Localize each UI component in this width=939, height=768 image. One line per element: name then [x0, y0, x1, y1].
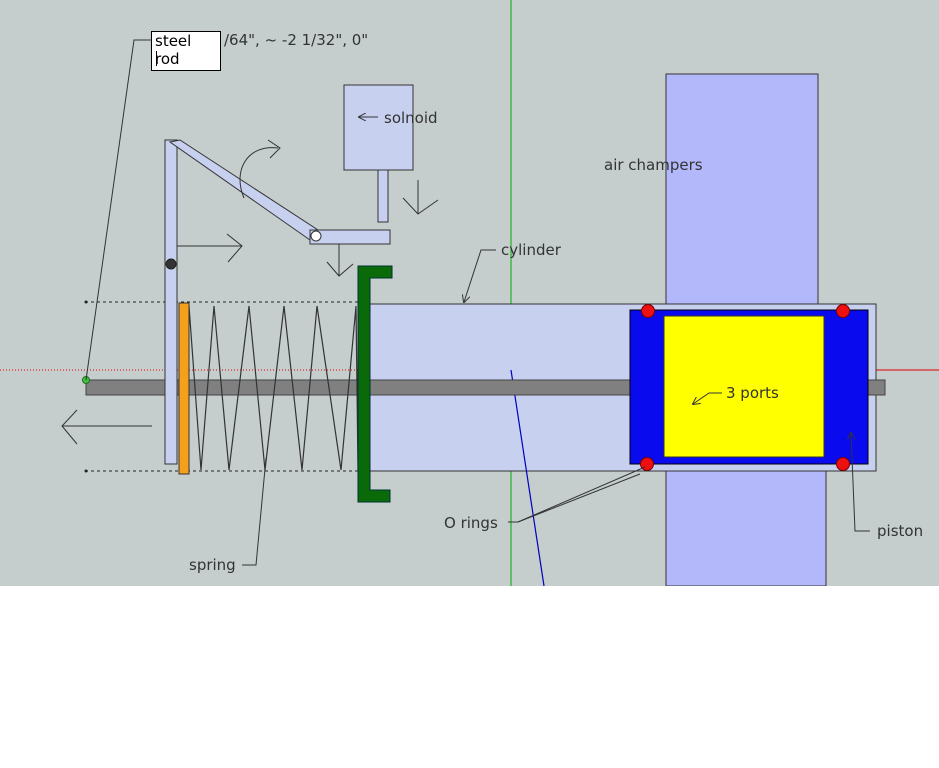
o-ring-top-left[interactable]: [641, 304, 655, 318]
stop-bracket[interactable]: [357, 265, 393, 503]
leader-cylinder: [464, 249, 496, 302]
measurement-readout: /64", ~ -2 1/32", 0": [224, 31, 369, 49]
latch-down-arrowhead: [326, 261, 354, 277]
label-piston: piston: [877, 522, 923, 540]
leader-piston: [851, 433, 870, 532]
label-edit-box[interactable]: steel rod: [151, 31, 221, 71]
linkage-arm[interactable]: [168, 139, 319, 241]
guide-endpoint-top: [84, 300, 88, 304]
vertical-lever[interactable]: [164, 139, 178, 465]
o-ring-top-right[interactable]: [836, 304, 850, 318]
mechanism-drawing[interactable]: solnoid air champers cylinder 3 ports O …: [0, 0, 939, 586]
air-chamber-upper[interactable]: [665, 73, 819, 309]
label-solenoid: solnoid: [384, 109, 438, 127]
horizontal-latch[interactable]: [309, 229, 391, 245]
solenoid-plunger[interactable]: [377, 169, 389, 223]
port-block[interactable]: [663, 315, 825, 458]
modeling-viewport[interactable]: solnoid air champers cylinder 3 ports O …: [0, 0, 939, 586]
label-cylinder: cylinder: [501, 241, 562, 259]
release-arrowhead-left: [61, 409, 78, 445]
label-three-ports: 3 ports: [726, 384, 779, 402]
leader-steel-rod: [85, 39, 151, 381]
rotation-arrow: [239, 147, 279, 199]
pivot-pin: [310, 230, 322, 242]
air-chamber-lower[interactable]: [665, 461, 827, 586]
spring-coil[interactable]: [188, 305, 359, 471]
leader-o-rings-1: [508, 466, 646, 523]
plunger-down-arrowhead: [402, 197, 439, 215]
label-o-rings: O rings: [444, 514, 498, 532]
leader-spring: [242, 457, 267, 566]
rotation-arrowhead: [267, 139, 281, 159]
push-arrowhead-right: [226, 233, 243, 263]
leader-o-rings-2: [517, 473, 641, 523]
guide-endpoint-bottom: [84, 469, 88, 473]
label-spring: spring: [189, 556, 236, 574]
solenoid-body[interactable]: [343, 84, 414, 171]
leader-ports: [693, 392, 722, 404]
label-air-chambers: air champers: [604, 156, 703, 174]
o-ring-bottom-right[interactable]: [836, 457, 850, 471]
blank-area: [0, 586, 939, 768]
label-steel-rod: steel rod: [155, 32, 192, 68]
lever-pivot: [165, 258, 177, 270]
text-caret: [156, 51, 157, 66]
latch-plate[interactable]: [178, 302, 190, 475]
blue-axis: [510, 369, 545, 586]
